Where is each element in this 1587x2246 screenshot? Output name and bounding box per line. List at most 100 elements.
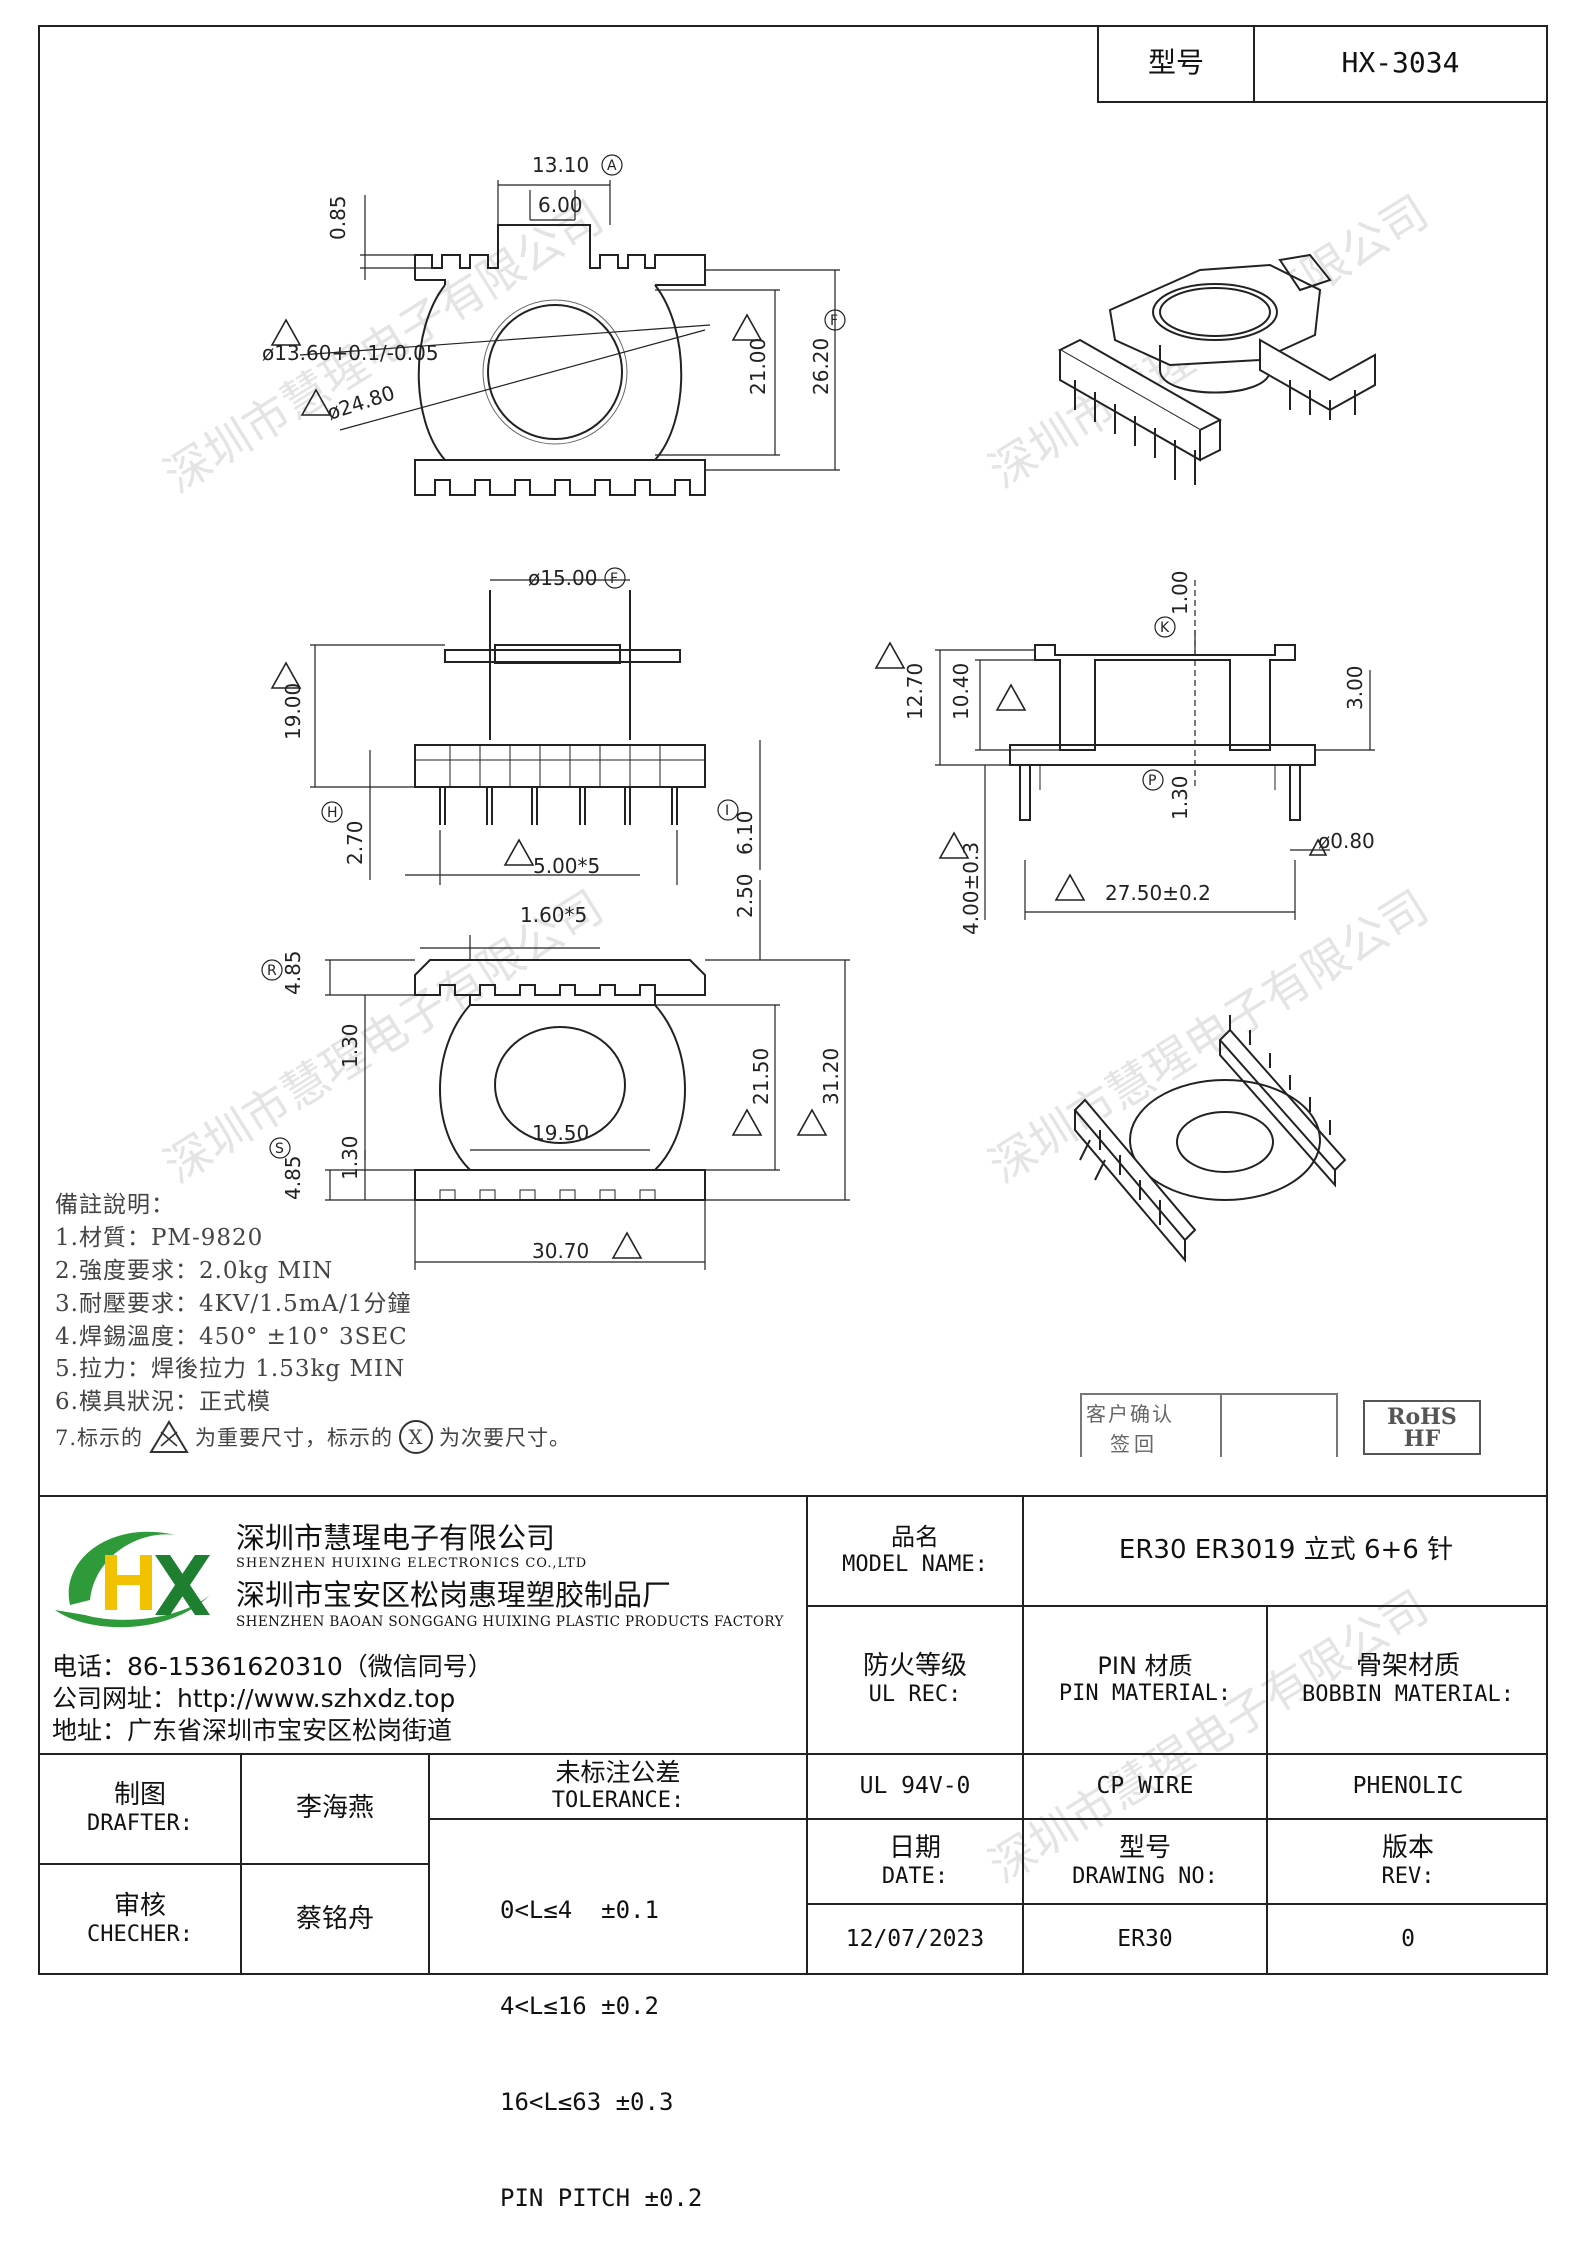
note-1: 1.材質：PM-9820 [55,1225,264,1251]
dim-front-19: 19.00 [281,683,305,740]
datum-f2: F [610,571,618,587]
hx-logo-icon [55,1531,210,1628]
company-website: 公司网址：http://www.szhxdz.top [52,1684,456,1713]
dim-side-100: 1.00 [1168,570,1192,615]
circled-x-icon: X [399,1420,434,1454]
model-name-label: 品名 MODEL NAME: [808,1497,1022,1605]
pin-value: CP WIRE [1096,1772,1194,1799]
dim-bottom-3120: 31.20 [819,1048,843,1105]
datum-f: F [830,313,838,329]
note-2: 2.強度要求：2.0kg MIN [55,1258,334,1284]
checker-value: 蔡铭舟 [295,1904,374,1935]
dim-bottom-3070: 30.70 [532,1239,589,1263]
dim-front-610: 6.10 [733,810,757,855]
header-model-label: 型号 [1147,46,1204,80]
drafter-label: 制图 DRAFTER: [40,1755,240,1863]
iso-view-top [1057,253,1376,485]
header-model-box [1097,25,1548,103]
hf-label: HF [1403,1425,1441,1452]
drawing-cn: 型号 [1118,1832,1171,1863]
dim-bottom-pitch: 1.60*5 [520,903,587,927]
confirm-line-2: 签回 [1110,1432,1158,1456]
iso-view-bottom [1073,1015,1347,1263]
ul-label: 防火等级 UL REC: [808,1607,1022,1753]
dim-bottom-2150: 21.50 [749,1048,773,1105]
dim-bottom-250: 2.50 [733,873,757,918]
date-en: DATE: [881,1863,949,1889]
drawing-frame [38,25,1548,1975]
note-7-part2: 为重要尺寸，标示的 [195,1426,394,1450]
tolerance-label: 未标注公差 TOLERANCE: [430,1755,806,1818]
drawing-en: DRAWING NO: [1072,1863,1218,1889]
company-logo [50,1515,220,1635]
drawing-no-value: ER30 [1117,1926,1173,1953]
note-7: 7.标示的 为重要尺寸，标示的 X 为次要尺寸。 [55,1420,571,1454]
ul-cn: 防火等级 [862,1651,967,1682]
pin-en: PIN MATERIAL: [1058,1681,1232,1707]
tolerance-line-1: 0<L≤4 ±0.1 [500,1896,659,1924]
factory-name-cn: 深圳市宝安区松岗惠瑆塑胶制品厂 [236,1578,672,1612]
date-label: 日期 DATE: [808,1820,1022,1903]
ul-value: UL 94V-0 [859,1772,971,1799]
dim-side-130: 1.30 [1168,775,1192,820]
dim-bottom-1950: 19.50 [532,1121,589,1145]
model-name-value: ER30 ER3019 立式 6+6 针 [1118,1535,1454,1566]
dim-side-2750: 27.50±0.2 [1105,881,1211,905]
checker-label: 审核 CHECHER: [40,1865,240,1975]
tolerance-en: TOLERANCE: [551,1788,685,1814]
front-view [310,579,761,885]
dim-front-bore: ø15.00 [528,566,598,590]
dim-side-300: 3.00 [1343,665,1367,710]
drafter-en: DRAFTER: [87,1811,193,1837]
critical-dimension-markers [270,313,1328,1259]
datum-h: H [327,805,338,821]
note-3: 3.耐壓要求：4KV/1.5mA/1分鐘 [55,1291,412,1317]
dim-side-400: 4.00±0.3 [959,842,983,935]
datum-s: S [275,1141,284,1157]
note-7-part1: 7.标示的 [55,1426,144,1450]
dim-top-085: 0.85 [326,195,350,240]
model-name-en: MODEL NAME: [842,1552,988,1578]
company-phone: 电话：86-15361620310（微信同号） [52,1652,493,1681]
dimension-labels: 13.10 6.00 0.85 ø13.60+0.1/-0.05 ø24.80 … [262,153,1375,1263]
rev-cn: 版本 [1381,1832,1434,1863]
date-value: 12/07/2023 [845,1926,985,1953]
top-view [299,180,840,496]
bobbin-material-label: 骨架材质 BOBBIN MATERIAL: [1268,1607,1548,1753]
datum-a: A [607,158,617,174]
dim-top-21: 21.00 [746,338,770,395]
dim-bottom-130a: 1.30 [338,1023,362,1068]
date-cn: 日期 [888,1832,941,1863]
bobbin-cn: 骨架材质 [1355,1651,1460,1682]
note-6: 6.模具狀況：正式模 [55,1389,271,1415]
factory-name-en: SHENZHEN BAOAN SONGGANG HUIXING PLASTIC … [236,1614,784,1630]
dim-bottom-130b: 1.30 [338,1135,362,1180]
tolerance-line-4: PIN PITCH ±0.2 [500,2184,703,2212]
drafter-cn: 制图 [113,1780,166,1811]
note-7-part3: 为次要尺寸。 [439,1426,572,1450]
customer-confirm-box [1080,1393,1338,1457]
dim-front-270: 2.70 [343,820,367,865]
technical-drawing: 13.10 6.00 0.85 ø13.60+0.1/-0.05 ø24.80 … [261,153,1376,1270]
dim-top-width: 13.10 [532,153,589,177]
dim-side-1270: 12.70 [903,663,927,720]
checker-cn: 审核 [113,1891,166,1922]
bobbin-value: PHENOLIC [1352,1772,1464,1799]
rohs-badge: RoHS HF [1363,1400,1481,1455]
dim-bottom-485b: 4.85 [281,1155,305,1200]
pin-material-label: PIN 材质 PIN MATERIAL: [1024,1607,1266,1753]
datum-markers: A F F K P H I R S [261,154,1176,1159]
company-name-en: SHENZHEN HUIXING ELECTRONICS CO.,LTD [236,1556,588,1571]
bottom-view [325,880,850,1270]
tolerance-line-2: 4<L≤16 ±0.2 [500,1992,659,2020]
notes-title: 備註說明： [55,1192,175,1218]
dim-top-slot: 6.00 [538,193,583,217]
dim-bottom-485a: 4.85 [281,950,305,995]
note-4: 4.焊錫溫度：450° ±10° 3SEC [55,1324,408,1350]
dim-side-1040: 10.40 [949,663,973,720]
rev-value: 0 [1401,1926,1415,1953]
model-name-cn: 品名 [891,1523,939,1552]
tolerance-cn: 未标注公差 [555,1758,681,1788]
company-name-cn: 深圳市慧瑆电子有限公司 [236,1521,556,1555]
rev-en: REV: [1381,1863,1435,1889]
